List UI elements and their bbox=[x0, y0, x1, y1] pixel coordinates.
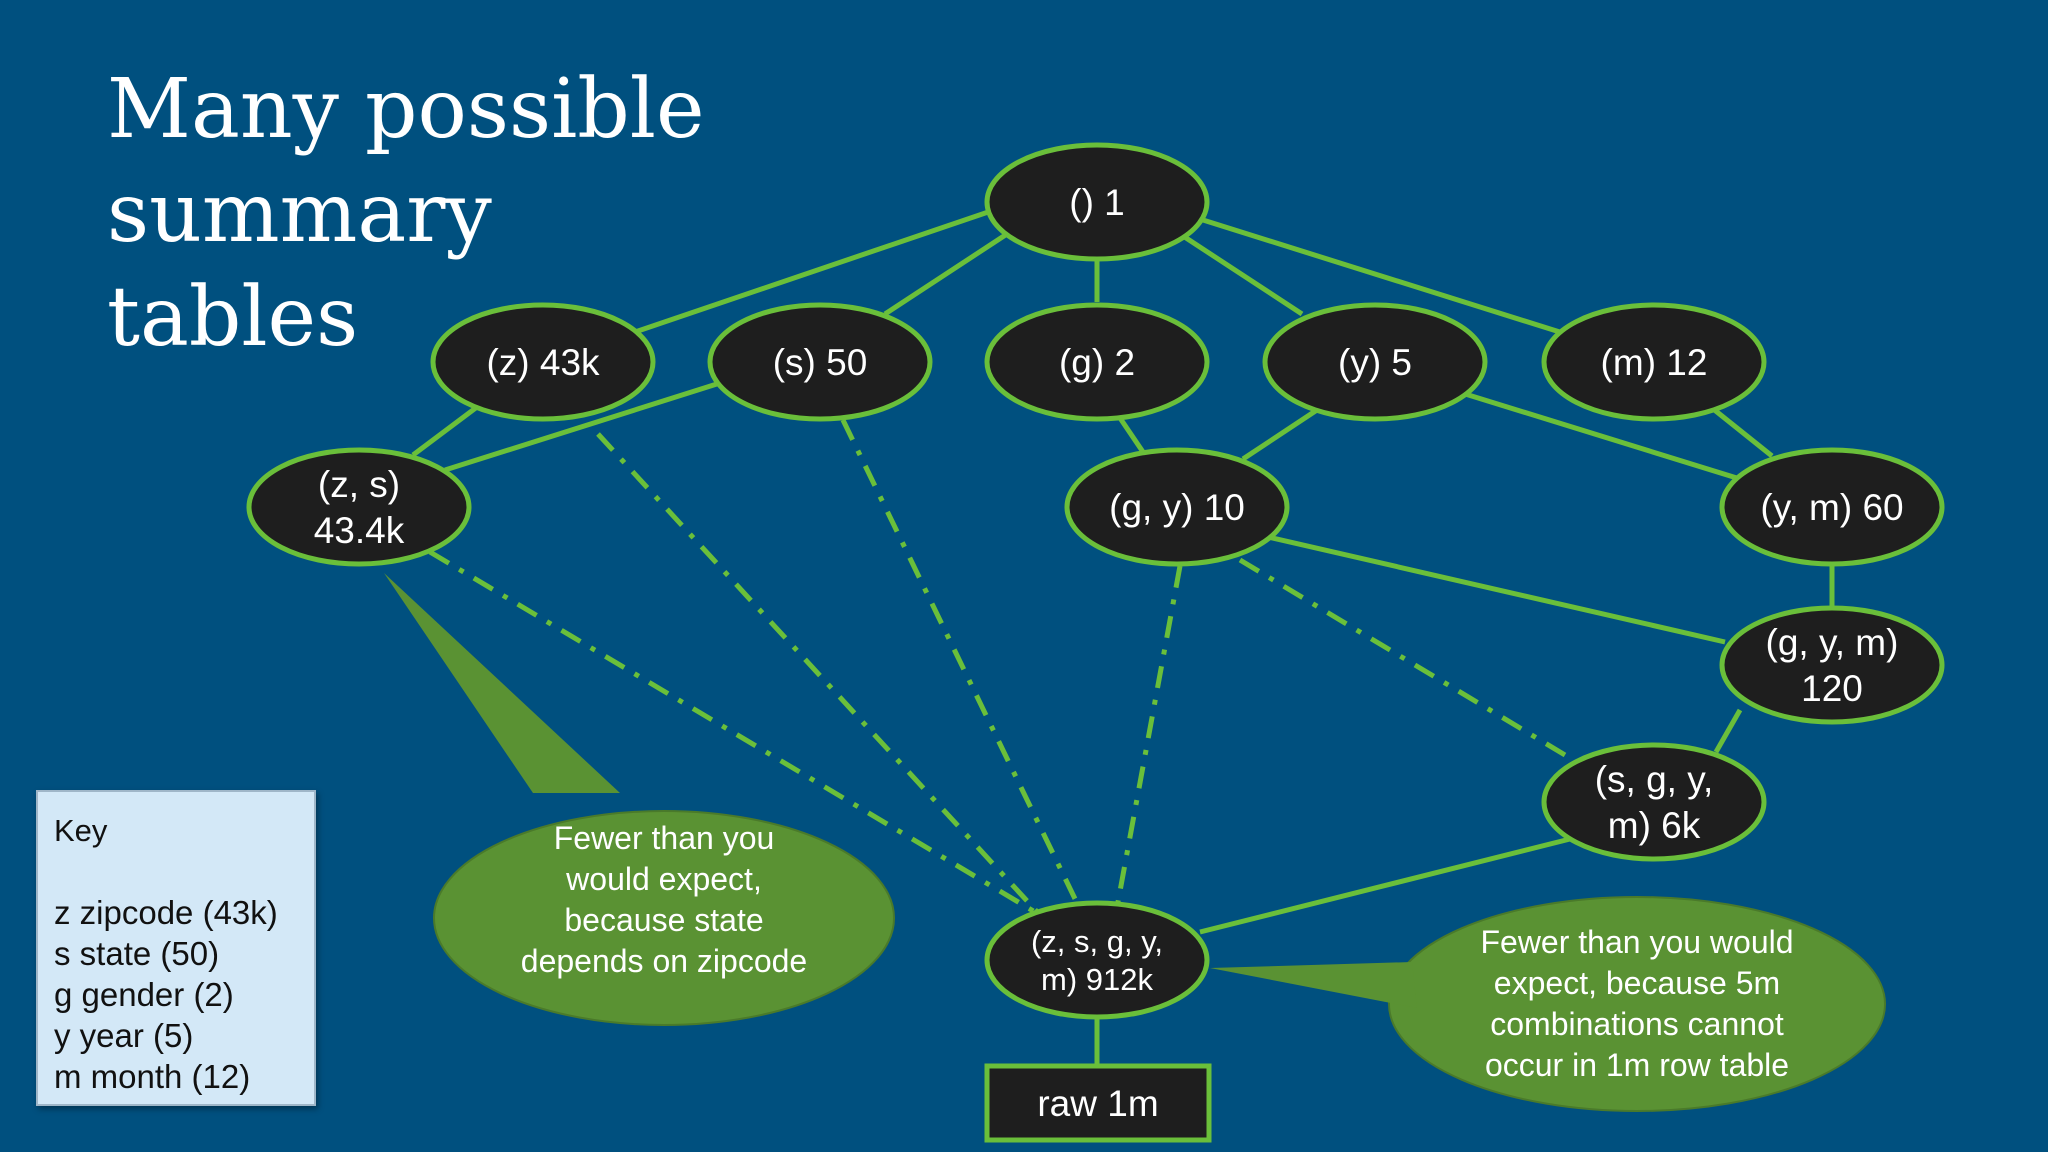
edge-solid bbox=[1178, 231, 1304, 317]
node-label: (g, y, m) bbox=[1766, 622, 1899, 663]
node-label: (g, y) 10 bbox=[1109, 487, 1245, 528]
callout-combos: Fewer than you would expect, because 5m co… bbox=[1210, 896, 1886, 1112]
edge-solid bbox=[1710, 406, 1774, 458]
node-ellipse bbox=[984, 900, 1210, 1020]
node-label: (z, s, g, y, bbox=[1031, 924, 1163, 959]
key-item: g gender (2) bbox=[54, 976, 234, 1013]
title-line: Many possible bbox=[107, 62, 705, 157]
callout-bubble bbox=[1388, 896, 1886, 1112]
node-ellipse bbox=[1541, 742, 1767, 862]
edge-solid bbox=[1202, 217, 1564, 336]
node-ellipse bbox=[1719, 605, 1945, 725]
node-z: (z) 43k bbox=[430, 302, 656, 422]
edge-dashed bbox=[428, 549, 1037, 915]
node-ellipse bbox=[984, 302, 1210, 422]
edge-dashed bbox=[840, 418, 1081, 907]
edge-dashed bbox=[596, 432, 1042, 917]
key-item: m month (12) bbox=[54, 1058, 251, 1095]
node-ellipse bbox=[1719, 447, 1945, 567]
callouts: Fewer than you would expect, because state… bbox=[384, 573, 1886, 1112]
callout-text: Fewer than you would bbox=[1480, 924, 1793, 960]
callout-text: expect, because 5m bbox=[1494, 965, 1780, 1001]
node-label: (g) 2 bbox=[1059, 342, 1135, 383]
node-gym: (g, y, m) 120 bbox=[1719, 605, 1945, 725]
node-ellipse bbox=[1541, 302, 1767, 422]
callout-text: depends on zipcode bbox=[521, 943, 807, 979]
node-label: (s) 50 bbox=[773, 342, 868, 383]
edge-solid bbox=[411, 405, 479, 457]
edge-solid bbox=[1713, 708, 1743, 754]
node-label: (z) 43k bbox=[486, 342, 600, 383]
node-ellipse bbox=[1064, 447, 1290, 567]
node-g: (g) 2 bbox=[984, 302, 1210, 422]
edge-solid bbox=[1461, 390, 1754, 486]
node-label: m) 6k bbox=[1608, 805, 1701, 846]
node-y: (y) 5 bbox=[1262, 302, 1488, 422]
callout-text: because state bbox=[564, 902, 763, 938]
node-label: raw 1m bbox=[1037, 1083, 1158, 1124]
edge-solid bbox=[1117, 416, 1146, 454]
callout-text: would expect, bbox=[565, 861, 762, 897]
title-line: summary bbox=[107, 166, 492, 261]
node-ellipse bbox=[1262, 302, 1488, 422]
callout-text: Fewer than you bbox=[554, 820, 775, 856]
node-box bbox=[984, 1063, 1212, 1143]
node-label: (y) 5 bbox=[1338, 342, 1412, 383]
edge-solid bbox=[1199, 835, 1575, 935]
node-root: () 1 bbox=[984, 142, 1210, 262]
callout-text: combinations cannot bbox=[1490, 1006, 1784, 1042]
edge-solid bbox=[883, 229, 1012, 317]
edge-solid bbox=[444, 380, 721, 473]
node-label: (s, g, y, bbox=[1595, 759, 1714, 800]
edge-solid bbox=[631, 205, 1001, 336]
key-title: Key bbox=[54, 813, 108, 848]
node-label: (y, m) 60 bbox=[1760, 487, 1903, 528]
callout-pointer bbox=[1210, 962, 1417, 1008]
title-line: tables bbox=[107, 270, 359, 365]
edge-solid bbox=[1267, 534, 1726, 645]
node-ym: (y, m) 60 bbox=[1719, 447, 1945, 567]
nodes: () 1 (z) 43k (s) 50 (g) 2 (y) 5 (m) 12 (z, s) 4… bbox=[246, 142, 1945, 1143]
node-label: () 1 bbox=[1069, 182, 1125, 223]
node-m: (m) 12 bbox=[1541, 302, 1767, 422]
edge-dashed bbox=[1115, 565, 1183, 903]
node-gy: (g, y) 10 bbox=[1064, 447, 1290, 567]
edges bbox=[411, 205, 1835, 1066]
node-zs: (z, s) 43.4k bbox=[246, 447, 472, 567]
node-zsgym: (z, s, g, y,m) 912k bbox=[984, 900, 1210, 1020]
callout-state: Fewer than you would expect, because state… bbox=[384, 573, 895, 1026]
callout-pointer bbox=[384, 573, 620, 793]
key-item: z zipcode (43k) bbox=[54, 894, 278, 931]
node-raw: raw 1m bbox=[984, 1063, 1212, 1143]
node-s: (s) 50 bbox=[707, 302, 933, 422]
node-label: 43.4k bbox=[314, 510, 405, 551]
node-ellipse bbox=[707, 302, 933, 422]
edge-dashed bbox=[1238, 557, 1567, 758]
node-label: (m) 12 bbox=[1601, 342, 1708, 383]
node-ellipse bbox=[246, 447, 472, 567]
callout-bubble bbox=[433, 810, 895, 1026]
node-ellipse bbox=[430, 302, 656, 422]
key-box: Key z zipcode (43k) s state (50) g gende… bbox=[36, 790, 316, 1106]
node-ellipse bbox=[984, 142, 1210, 262]
edge-solid bbox=[1241, 405, 1322, 462]
node-label: 120 bbox=[1801, 668, 1863, 709]
slide-title: Many possible summary tables bbox=[107, 58, 807, 370]
node-sgym: (s, g, y, m) 6k bbox=[1541, 742, 1767, 862]
key-item: y year (5) bbox=[54, 1017, 194, 1054]
node-label: m) 912k bbox=[1041, 962, 1153, 997]
key-item: s state (50) bbox=[54, 935, 220, 972]
node-label: (z, s) bbox=[318, 464, 400, 505]
callout-text: occur in 1m row table bbox=[1485, 1047, 1789, 1083]
